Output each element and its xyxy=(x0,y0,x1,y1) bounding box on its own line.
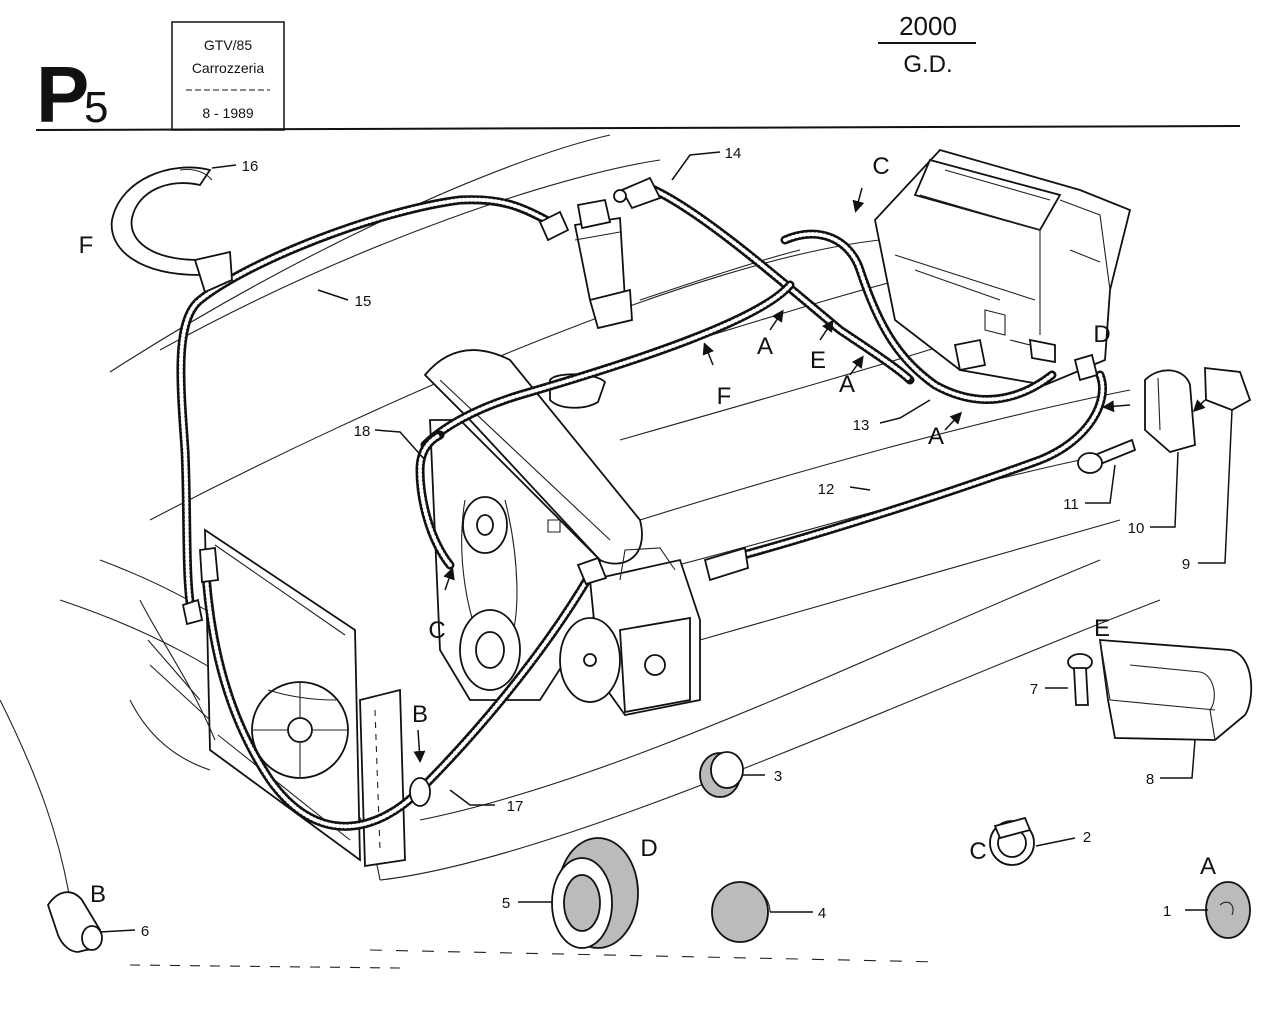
grommet-5 xyxy=(551,837,639,949)
letter-d-grommet: D xyxy=(640,835,657,862)
hose-clamp-2 xyxy=(989,816,1035,866)
elbow-6 xyxy=(47,891,103,953)
letter-d-heater: D xyxy=(1093,321,1110,348)
callout-17: 17 xyxy=(507,798,524,815)
receiver-drier xyxy=(573,198,633,330)
engine-code: 2000 xyxy=(899,11,957,41)
model-section: Carrozzeria xyxy=(192,60,265,76)
callout-14: 14 xyxy=(725,145,742,162)
callout-1: 1 xyxy=(1163,903,1171,920)
letter-b-elbow: B xyxy=(90,881,106,908)
letter-e-bracket: E xyxy=(1094,615,1110,642)
callout-9: 9 xyxy=(1182,556,1190,573)
letter-f-clamp: F xyxy=(79,232,94,259)
model-date: 8 - 1989 xyxy=(202,105,254,121)
leader-lines xyxy=(99,151,1233,933)
letter-e-hose: E xyxy=(810,347,826,374)
letter-b-radiator: B xyxy=(412,701,428,728)
letter-a-grommet: A xyxy=(1200,853,1216,880)
model-name: GTV/85 xyxy=(204,37,252,53)
callout-10: 10 xyxy=(1128,520,1145,537)
page-code: P xyxy=(36,50,89,139)
callout-4: 4 xyxy=(818,905,826,922)
header: P 5 GTV/85 Carrozzeria 8 - 1989 2000 G.D… xyxy=(35,11,1241,139)
flow-arrows xyxy=(413,187,1206,763)
bracket-10 xyxy=(1144,369,1196,453)
clamp-16 xyxy=(110,166,233,294)
callout-13: 13 xyxy=(853,417,870,434)
callout-16: 16 xyxy=(242,158,259,175)
page-index: 5 xyxy=(84,83,108,132)
letter-a-hose-1: A xyxy=(757,333,773,360)
callout-7: 7 xyxy=(1030,681,1038,698)
screw-7 xyxy=(1067,653,1093,706)
radiator xyxy=(204,528,406,868)
clip-9 xyxy=(1204,366,1252,411)
compressor xyxy=(559,547,701,716)
letter-a-hose-2: A xyxy=(839,371,855,398)
letter-c-engine: C xyxy=(428,617,445,644)
grommet-4 xyxy=(711,881,771,943)
callout-8: 8 xyxy=(1146,771,1154,788)
callout-3: 3 xyxy=(774,768,782,785)
grommet-3 xyxy=(699,751,744,798)
engine-variant: G.D. xyxy=(903,51,952,78)
callout-11: 11 xyxy=(1063,496,1079,513)
callout-12: 12 xyxy=(818,481,835,498)
callout-2: 2 xyxy=(1083,829,1091,846)
letter-markers: F C D A E A F A C B E D C A B xyxy=(79,153,1216,908)
letter-f-hose: F xyxy=(717,383,732,410)
callout-5: 5 xyxy=(502,895,510,912)
screw-11 xyxy=(1077,438,1137,474)
bracket-8 xyxy=(1098,639,1253,741)
heater-box xyxy=(874,148,1132,386)
radiator-shroud xyxy=(139,599,216,741)
grommet-1 xyxy=(1205,881,1251,939)
callout-15: 15 xyxy=(355,293,372,310)
header-rule xyxy=(35,125,1241,131)
letter-c-heater: C xyxy=(872,153,889,180)
callout-6: 6 xyxy=(141,923,149,940)
callout-18: 18 xyxy=(354,423,371,440)
car-body-outline xyxy=(0,134,1161,969)
callout-numbers: 16 15 14 13 12 18 11 10 9 7 8 3 2 1 5 4 … xyxy=(141,145,1190,940)
letter-c-clamp: C xyxy=(969,838,986,865)
letter-a-hose-3: A xyxy=(928,423,944,450)
hoses xyxy=(176,176,1107,831)
